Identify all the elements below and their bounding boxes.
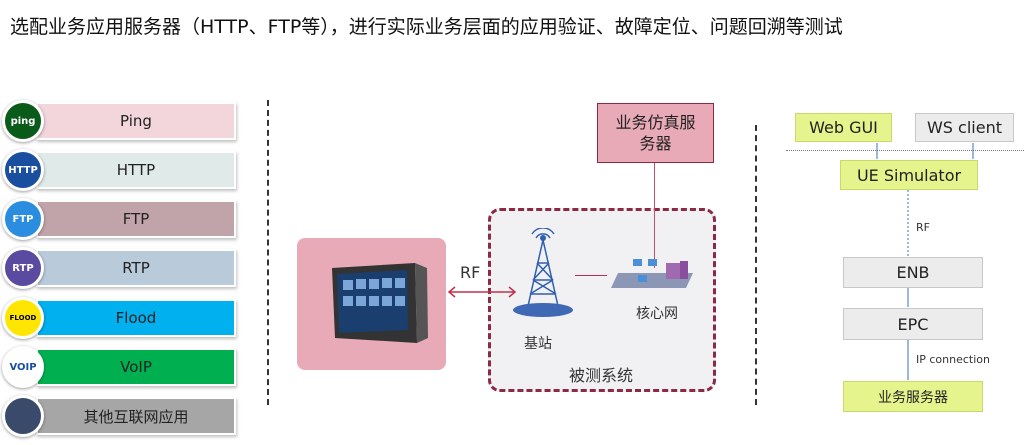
ping-icon: ping bbox=[2, 100, 44, 142]
enb-box: ENB bbox=[843, 257, 983, 288]
system-under-test-label: 被测系统 bbox=[569, 366, 634, 385]
service-label: VoIP bbox=[36, 348, 236, 386]
service-label: 其他互联网应用 bbox=[36, 397, 236, 435]
simulation-server-box: 业务仿真服务器 bbox=[597, 103, 714, 163]
tester-device-icon bbox=[332, 263, 428, 343]
service-label: Ping bbox=[36, 102, 236, 140]
service-label: FTP bbox=[36, 200, 236, 238]
server-link-line bbox=[654, 163, 655, 268]
core-network-icon bbox=[611, 259, 693, 288]
page-title: 选配业务应用服务器（HTTP、FTP等），进行实际业务层面的应用验证、故障定位、… bbox=[10, 16, 843, 38]
rf-link-label: RF bbox=[916, 221, 930, 234]
core-network-label: 核心网 bbox=[636, 306, 678, 322]
dotted-boundary bbox=[786, 150, 1024, 151]
rf-double-arrow bbox=[447, 286, 517, 298]
service-server-label: 业务服务器 bbox=[878, 389, 948, 406]
simulation-server-label: 业务仿真服务器 bbox=[615, 113, 696, 153]
epc-box: EPC bbox=[843, 308, 983, 340]
monitor-user-icon bbox=[2, 395, 44, 437]
service-label: HTTP bbox=[36, 151, 236, 189]
flood-warning-icon: FLOOD bbox=[2, 297, 44, 339]
ip-connection-label: IP connection bbox=[916, 353, 990, 366]
voip-icon: VOIP bbox=[2, 346, 44, 388]
connector-lines bbox=[876, 143, 974, 380]
base-station-tower-icon bbox=[513, 228, 573, 317]
service-item-other-internet-apps: 其他互联网应用 bbox=[2, 395, 238, 437]
ue-simulator-box: UE Simulator bbox=[840, 160, 978, 190]
ftp-icon: FTP bbox=[2, 198, 44, 240]
test-device-box bbox=[297, 238, 446, 370]
service-server-box: 业务服务器 bbox=[843, 381, 983, 412]
base-station-label: 基站 bbox=[524, 336, 552, 352]
rtp-globe-icon: RTP bbox=[2, 247, 44, 289]
ue-simulator-label: UE Simulator bbox=[856, 165, 962, 185]
service-label: Flood bbox=[36, 299, 236, 337]
divider-left bbox=[267, 100, 269, 405]
divider-right bbox=[755, 125, 757, 405]
service-label: RTP bbox=[36, 249, 236, 287]
enb-label: ENB bbox=[896, 263, 930, 282]
epc-label: EPC bbox=[897, 314, 929, 334]
ws-client-box: WS client bbox=[915, 113, 1014, 142]
web-gui-box: Web GUI bbox=[795, 113, 892, 142]
station-core-link bbox=[575, 275, 607, 276]
web-gui-label: Web GUI bbox=[809, 118, 878, 137]
ws-client-label: WS client bbox=[926, 118, 1002, 137]
http-icon: HTTP bbox=[2, 149, 44, 191]
system-under-test-box bbox=[488, 208, 716, 392]
rf-label: RF bbox=[460, 263, 481, 282]
